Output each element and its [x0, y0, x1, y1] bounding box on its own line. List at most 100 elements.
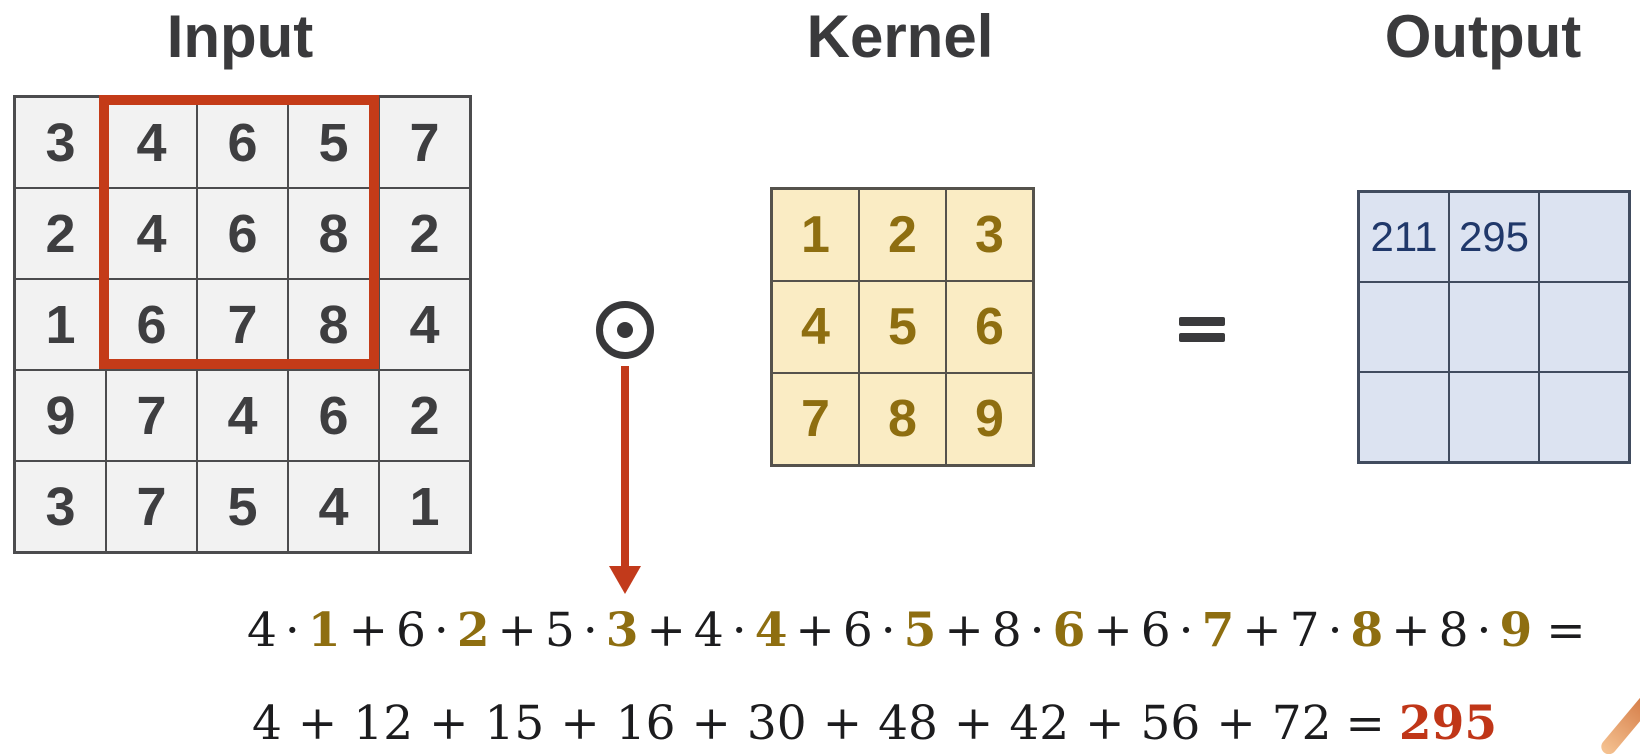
input-factor: 4: [247, 603, 277, 658]
kernel-factor: 9: [1499, 603, 1533, 658]
plus-operator: +: [953, 696, 994, 751]
output-cell: 295: [1450, 193, 1538, 281]
input-cell: 4: [289, 462, 378, 551]
product-term: 72: [1271, 696, 1332, 751]
equals-operator: =: [1345, 696, 1385, 751]
dot-operator: ·: [731, 603, 747, 658]
input-title: Input: [166, 3, 314, 70]
input-cell: 2: [380, 189, 469, 278]
kernel-factor: 3: [605, 603, 639, 658]
kernel-factor: 6: [1052, 603, 1086, 658]
dot-operator: ·: [582, 603, 598, 658]
equals-sign: [1179, 333, 1225, 342]
input-factor: 6: [395, 603, 426, 658]
plus-operator: +: [297, 696, 338, 751]
product-term: 30: [746, 696, 807, 751]
equation-products: 4·1+6·2+5·3+4·4+6·5+8·6+6·7+7·8+8·9=: [247, 603, 1586, 658]
output-cell: [1360, 283, 1448, 371]
product-term: 4: [252, 696, 282, 751]
result-value: 295: [1398, 696, 1498, 751]
arrow-down-icon: [621, 366, 629, 568]
input-cell: 6: [198, 189, 287, 278]
plus-operator: +: [944, 603, 984, 658]
plus-operator: +: [1391, 603, 1431, 658]
input-factor: 4: [693, 603, 724, 658]
input-cell: 7: [198, 280, 287, 369]
plus-operator: +: [795, 603, 835, 658]
input-cell: 8: [289, 189, 378, 278]
kernel-cell: 5: [860, 282, 945, 372]
input-cell: 3: [16, 462, 105, 551]
kernel-window-highlight: [99, 95, 379, 369]
dot-operator: ·: [1029, 603, 1045, 658]
output-cell: [1540, 193, 1628, 281]
kernel-factor: 5: [903, 603, 937, 658]
kernel-factor: 4: [754, 603, 788, 658]
input-cell: 1: [16, 280, 105, 369]
input-cell: 9: [16, 371, 105, 460]
output-cell: [1450, 283, 1538, 371]
output-cell: [1450, 373, 1538, 461]
kernel-cell: 9: [947, 374, 1032, 464]
elementwise-product-icon: [596, 301, 654, 359]
input-cell: 6: [198, 98, 287, 187]
output-cell: [1360, 373, 1448, 461]
input-cell: 1: [380, 462, 469, 551]
kernel-factor: 2: [456, 603, 490, 658]
input-factor: 8: [991, 603, 1022, 658]
dot-operator: ·: [1476, 603, 1492, 658]
output-cell: [1540, 373, 1628, 461]
input-factor: 6: [1140, 603, 1171, 658]
plus-operator: +: [1216, 696, 1256, 751]
input-cell: 8: [289, 280, 378, 369]
kernel-cell: 1: [773, 190, 858, 280]
plus-operator: +: [560, 696, 600, 751]
input-factor: 8: [1438, 603, 1469, 658]
plus-operator: +: [646, 603, 686, 658]
input-cell: 4: [380, 280, 469, 369]
output-cell: [1540, 283, 1628, 371]
kernel-cell: 2: [860, 190, 945, 280]
input-cell: 2: [380, 371, 469, 460]
input-factor: 5: [544, 603, 575, 658]
plus-operator: +: [348, 603, 388, 658]
product-term: 56: [1140, 696, 1201, 751]
arrow-down-head: [609, 566, 641, 594]
dot-operator: ·: [433, 603, 449, 658]
input-cell: 4: [107, 98, 196, 187]
input-cell: 2: [16, 189, 105, 278]
output-title: Output: [1384, 3, 1582, 70]
equals-operator: =: [1546, 603, 1586, 658]
input-factor: 7: [1289, 603, 1320, 658]
kernel-cell: 6: [947, 282, 1032, 372]
input-cell: 4: [198, 371, 287, 460]
plus-operator: +: [1085, 696, 1125, 751]
dot-operator: ·: [1327, 603, 1343, 658]
product-term: 15: [484, 696, 545, 751]
elementwise-product-dot: [617, 322, 633, 338]
kernel-factor: 7: [1201, 603, 1235, 658]
plus-operator: +: [1242, 603, 1282, 658]
dot-operator: ·: [880, 603, 896, 658]
equals-sign: [1179, 317, 1225, 326]
input-cell: 6: [289, 371, 378, 460]
input-cell: 7: [107, 371, 196, 460]
dot-operator: ·: [1178, 603, 1194, 658]
kernel-cell: 3: [947, 190, 1032, 280]
equation-sum: 4+12+15+16+30+48+42+56+72=295: [252, 696, 1498, 751]
input-cell: 7: [380, 98, 469, 187]
input-cell: 5: [289, 98, 378, 187]
product-term: 12: [353, 696, 414, 751]
input-cell: 4: [107, 189, 196, 278]
input-cell: 6: [107, 280, 196, 369]
corner-logo-swoosh: [1598, 683, 1640, 754]
dot-operator: ·: [284, 603, 300, 658]
plus-operator: +: [822, 696, 863, 751]
output-cell: 211: [1360, 193, 1448, 281]
input-cell: 7: [107, 462, 196, 551]
plus-operator: +: [1093, 603, 1133, 658]
plus-operator: +: [429, 696, 469, 751]
